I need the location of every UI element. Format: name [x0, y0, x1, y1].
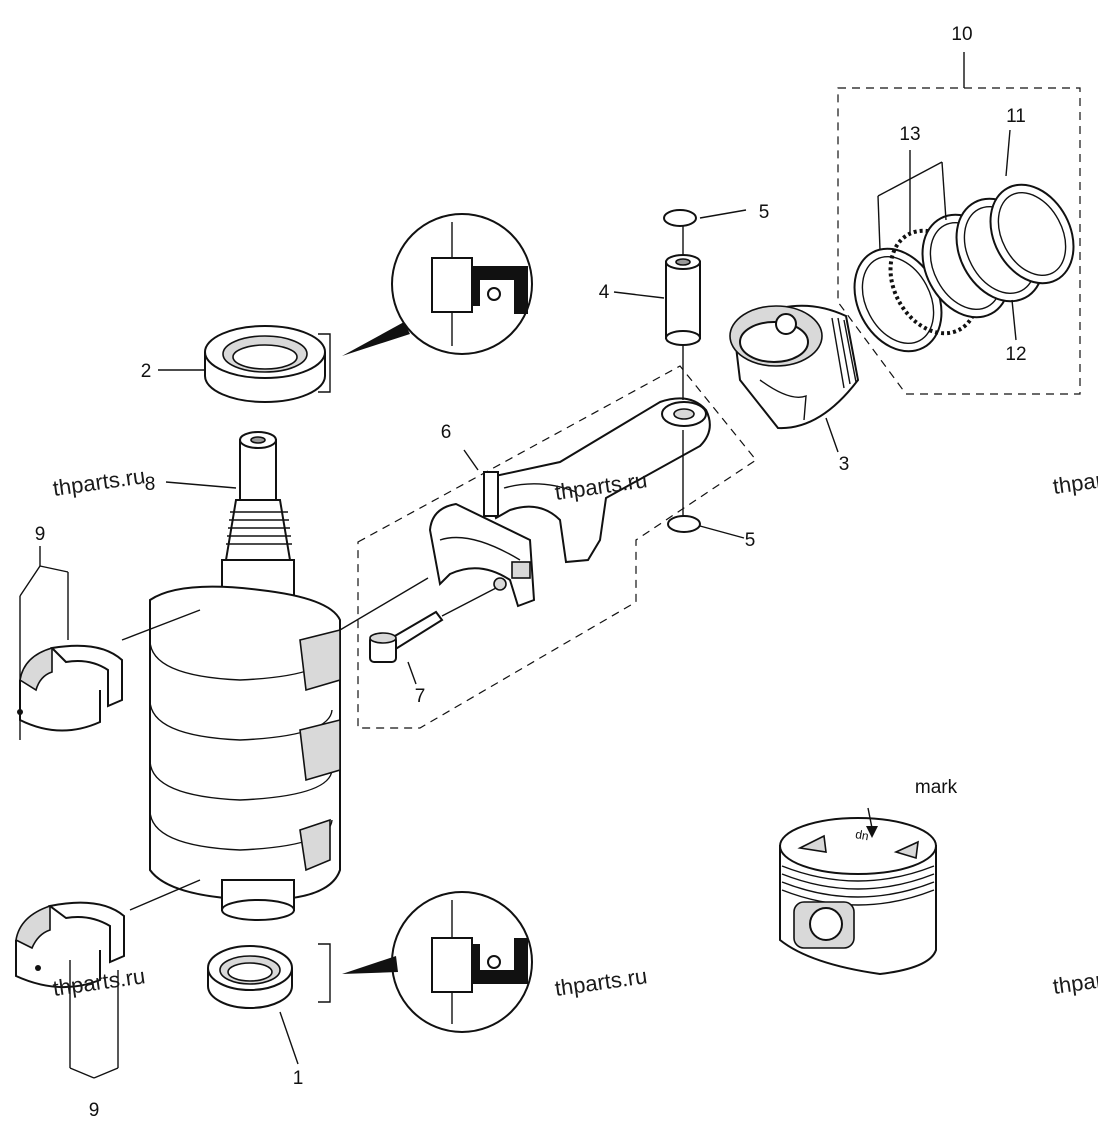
crankshaft-8: [149, 431, 341, 921]
connecting-rod-6: [483, 397, 711, 564]
callout-numbers: 1 2 3 4 5 5 6 7 8 9 9 10 11 12 13 mark: [35, 24, 1027, 1121]
callout-5-top: 5: [759, 202, 770, 223]
watermark-3: thparts.ru: [1051, 461, 1098, 499]
callout-1: 1: [293, 1068, 304, 1089]
oil-seal-2: [204, 325, 331, 403]
callout-8: 8: [145, 474, 156, 495]
watermark-5: thparts.ru: [553, 963, 649, 1001]
mark-label: mark: [915, 777, 958, 798]
callout-6: 6: [441, 422, 452, 443]
rod-cap-6: [428, 502, 536, 608]
watermark-1: thparts.ru: [51, 463, 147, 501]
crankshaft-thread: [226, 511, 292, 545]
piston-up-mark: up: [854, 829, 870, 845]
callout-12: 12: [1005, 344, 1026, 365]
mark-leader: [867, 807, 873, 829]
piston-ring-set-10: [853, 183, 1075, 353]
connecting-rod-group-outline: [357, 365, 757, 729]
piston-mark-detail: up: [779, 807, 937, 976]
callout-5-bottom: 5: [745, 530, 756, 551]
callout-10: 10: [951, 24, 972, 45]
callout-4: 4: [599, 282, 610, 303]
callout-9-top: 9: [35, 524, 46, 545]
callout-3: 3: [839, 454, 850, 475]
oil-seal-detail-top: [342, 213, 533, 356]
callout-7: 7: [415, 686, 426, 707]
leader-lines: [19, 52, 1017, 1079]
watermark-6: thparts.ru: [1051, 961, 1098, 999]
oil-seal-1: [207, 943, 331, 1009]
callout-13: 13: [899, 124, 920, 145]
oil-seal-detail-bottom: [342, 891, 533, 1033]
main-bearing-9-bottom: [15, 901, 125, 989]
piston-ring-group-outline: [837, 87, 1081, 395]
piston-3: [729, 304, 860, 430]
piston-pin-4: [665, 254, 701, 346]
callout-2: 2: [141, 361, 152, 382]
callout-9-bottom: 9: [89, 1100, 100, 1121]
pin-clip-5-top: [663, 209, 697, 227]
callout-11: 11: [1006, 106, 1026, 127]
main-bearing-9-top: [17, 644, 123, 732]
pin-clip-5-bottom: [667, 515, 701, 533]
rod-bolt-7: [369, 610, 444, 663]
